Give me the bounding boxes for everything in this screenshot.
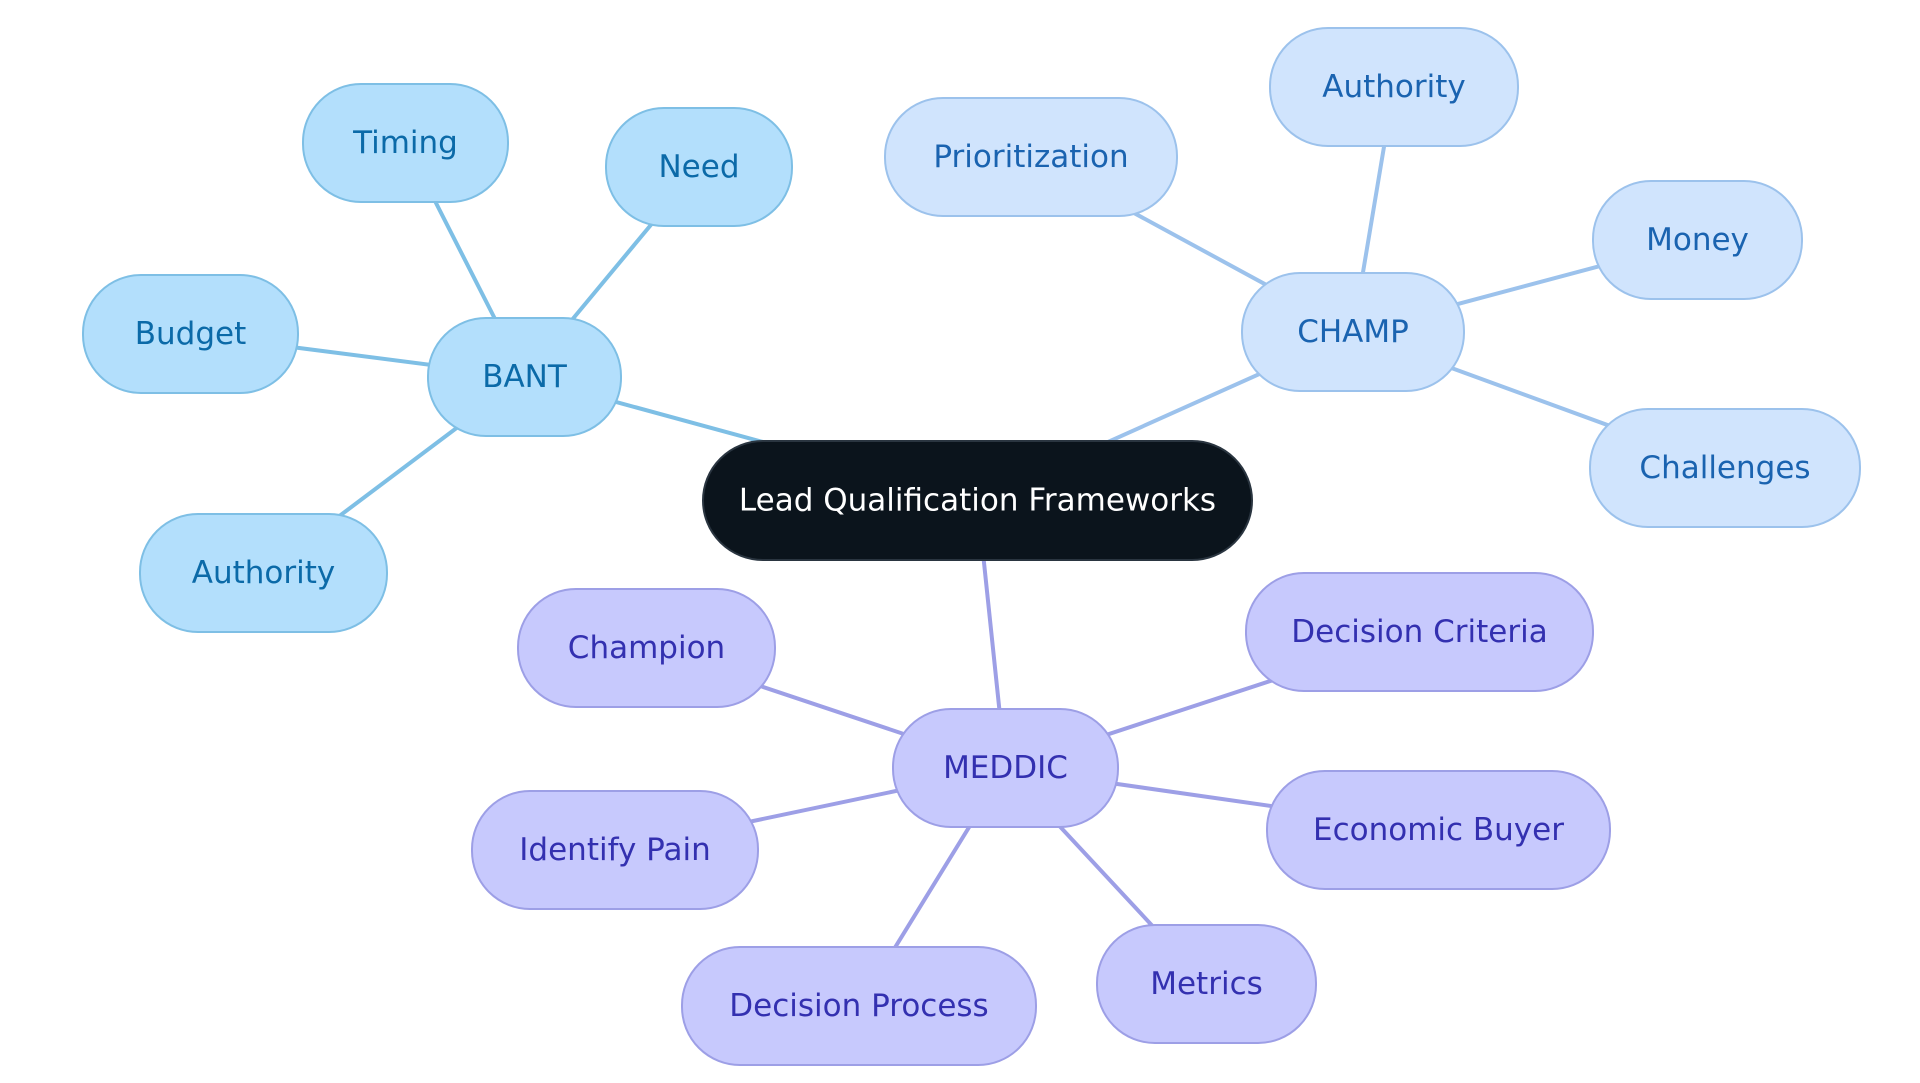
node-meddic-metrics-label: Metrics [1150, 966, 1263, 1002]
nodes-layer: Lead Qualification Frameworks BANT TimingN… [82, 27, 1861, 1066]
node-meddic-shape [892, 708, 1119, 828]
node-bant-need-label: Need [658, 149, 739, 185]
node-meddic-decision-process: Decision Process [681, 946, 1037, 1066]
node-champ-authority-shape [1269, 27, 1519, 147]
node-bant-authority: Authority [139, 513, 388, 633]
node-meddic-identify-pain-shape [471, 790, 759, 910]
node-bant-shape [427, 317, 622, 437]
node-champ-money: Money [1592, 180, 1803, 300]
node-meddic-economic-buyer-shape [1266, 770, 1611, 890]
node-bant-budget: Budget [82, 274, 299, 394]
node-champ-challenges-label: Challenges [1639, 450, 1810, 486]
node-champ-label: CHAMP [1297, 314, 1409, 350]
node-meddic-decision-process-label: Decision Process [729, 988, 988, 1024]
node-meddic-decision-process-shape [681, 946, 1037, 1066]
node-champ-prioritization-label: Prioritization [933, 139, 1128, 175]
node-meddic-champion-label: Champion [568, 630, 725, 666]
root-node: Lead Qualification Frameworks [702, 440, 1253, 561]
node-bant-budget-label: Budget [135, 316, 247, 352]
node-champ-challenges-shape [1589, 408, 1861, 528]
node-champ-authority: Authority [1269, 27, 1519, 147]
node-champ-authority-label: Authority [1322, 69, 1465, 105]
node-meddic-decision-criteria-shape [1245, 572, 1594, 692]
node-champ-money-label: Money [1646, 222, 1749, 258]
node-meddic: MEDDIC [892, 708, 1119, 828]
node-meddic-identify-pain: Identify Pain [471, 790, 759, 910]
root-node-shape [702, 440, 1253, 561]
node-bant: BANT [427, 317, 622, 437]
node-bant-budget-shape [82, 274, 299, 394]
node-bant-authority-shape [139, 513, 388, 633]
node-meddic-economic-buyer: Economic Buyer [1266, 770, 1611, 890]
node-meddic-economic-buyer-label: Economic Buyer [1313, 812, 1564, 848]
node-bant-timing-shape [302, 83, 509, 203]
node-champ-money-shape [1592, 180, 1803, 300]
node-meddic-champion: Champion [517, 588, 776, 708]
node-meddic-decision-criteria: Decision Criteria [1245, 572, 1594, 692]
node-bant-need-shape [605, 107, 793, 227]
node-meddic-metrics-shape [1096, 924, 1317, 1044]
node-champ: CHAMP [1241, 272, 1465, 392]
node-bant-timing-label: Timing [352, 125, 458, 161]
node-meddic-decision-criteria-label: Decision Criteria [1291, 614, 1547, 650]
node-bant-authority-label: Authority [192, 555, 335, 591]
node-meddic-label: MEDDIC [943, 750, 1068, 786]
node-champ-shape [1241, 272, 1465, 392]
node-champ-challenges: Challenges [1589, 408, 1861, 528]
node-champ-prioritization: Prioritization [884, 97, 1178, 217]
node-meddic-champion-shape [517, 588, 776, 708]
node-bant-need: Need [605, 107, 793, 227]
node-bant-timing: Timing [302, 83, 509, 203]
node-meddic-identify-pain-label: Identify Pain [519, 832, 710, 868]
node-champ-prioritization-shape [884, 97, 1178, 217]
root-node-label: Lead Qualification Frameworks [739, 483, 1216, 519]
node-meddic-metrics: Metrics [1096, 924, 1317, 1044]
node-bant-label: BANT [482, 359, 568, 395]
